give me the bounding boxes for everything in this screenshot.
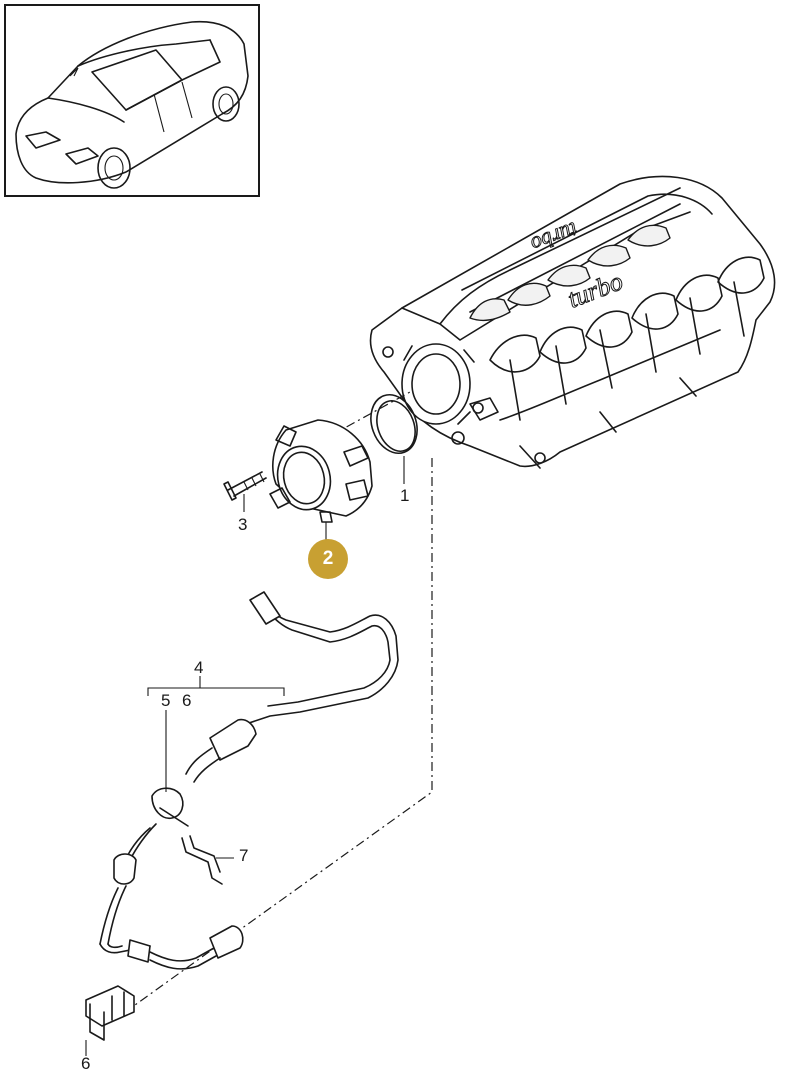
vent-line (85, 591, 399, 1056)
sports-car-thumbnail-icon (15, 20, 249, 189)
callout-1: 1 (400, 486, 410, 505)
highlighted-part-badge[interactable]: 2 (308, 539, 348, 579)
leader-throttle (329, 391, 411, 437)
leader-vent-line (127, 458, 433, 1011)
callout-6-upper: 6 (182, 691, 192, 710)
seal-ring (370, 394, 418, 484)
callout-6-lower: 6 (81, 1054, 91, 1073)
screw (223, 471, 267, 512)
callout-3: 3 (238, 515, 248, 534)
vehicle-thumbnail (4, 4, 260, 197)
throttle-body (269, 419, 373, 540)
part-group-bracket (147, 687, 285, 696)
callout-7: 7 (239, 846, 249, 865)
callout-4: 4 (194, 658, 204, 677)
callout-5: 5 (161, 691, 171, 710)
